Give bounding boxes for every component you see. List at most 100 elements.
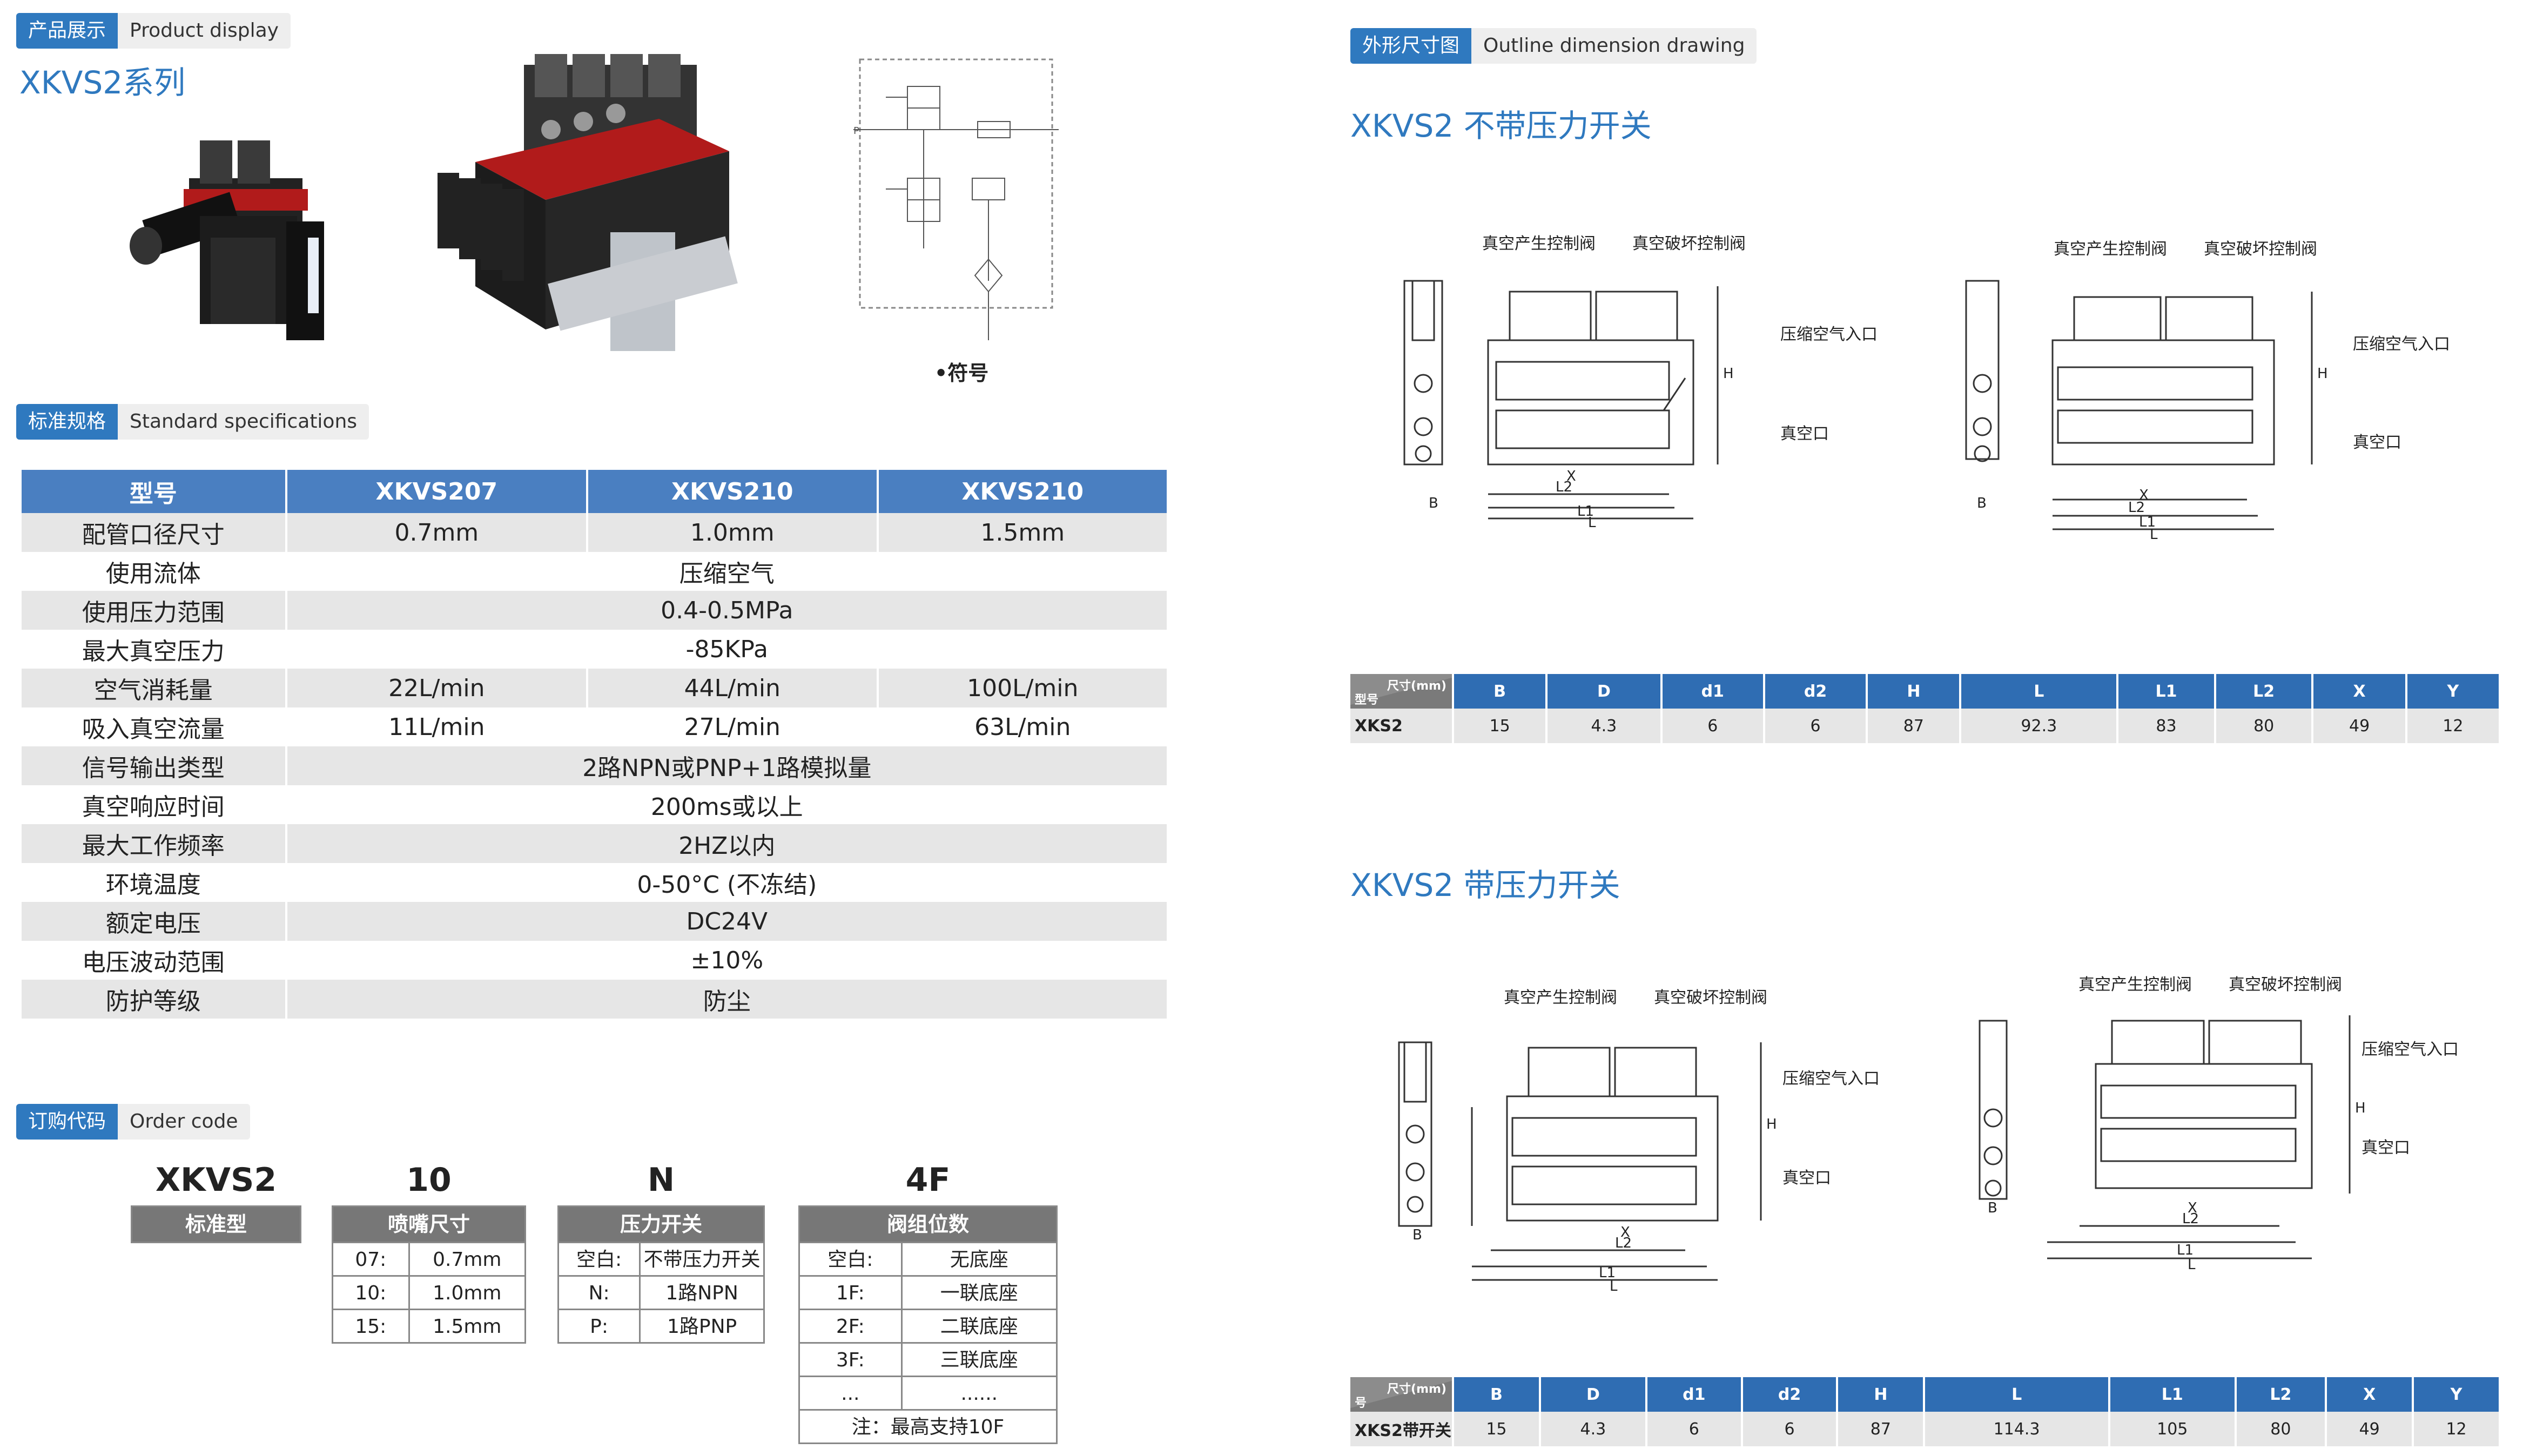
- pressure-switch-head: 压力开关: [559, 1207, 763, 1242]
- spec-header-row: 型号 XKVS207 XKVS210 XKVS210: [22, 470, 1169, 513]
- label-gen-valve-2a: 真空产生控制阀: [1504, 988, 1617, 1007]
- option-desc: 1.0mm: [433, 1282, 502, 1304]
- spec-row-label: 真空响应时间: [22, 785, 287, 824]
- dim-header: L: [1924, 1377, 2110, 1412]
- dim-header: d2: [1741, 1377, 1839, 1412]
- spec-header-col: XKVS210: [587, 470, 879, 513]
- outline-tag: 外形尺寸图 Outline dimension drawing: [1350, 28, 1757, 64]
- spec-row-value: -85KPa: [286, 630, 1169, 669]
- svg-text:X: X: [1566, 468, 1576, 484]
- svg-text:L: L: [2150, 527, 2158, 543]
- dim-value: 6: [1661, 709, 1765, 743]
- spec-row: 电压波动范围±10%: [22, 941, 1169, 980]
- dim-header: d1: [1646, 1377, 1743, 1412]
- option-code: 空白:: [559, 1243, 641, 1275]
- spec-row-value: 压缩空气: [286, 552, 1169, 591]
- dim-header: B: [1453, 1377, 1541, 1412]
- spec-row-label: 信号输出类型: [22, 746, 287, 785]
- dim1-corner: 尺寸(mm) 型号: [1350, 674, 1454, 709]
- standard-specs-tag: 标准规格 Standard specifications: [16, 404, 369, 440]
- dim-value: 87: [1867, 709, 1962, 743]
- label-vac-port-2a: 真空口: [1782, 1169, 1831, 1188]
- dim-header: B: [1453, 674, 1548, 709]
- dim-value: 80: [2215, 709, 2314, 743]
- outline-title-2: XKVS2 带压力开关: [1350, 867, 1620, 904]
- svg-text:B: B: [1988, 1200, 1997, 1216]
- option-code: 10:: [333, 1277, 410, 1309]
- option-desc: 一联底座: [940, 1282, 1018, 1304]
- dim-value: 12: [2413, 1412, 2501, 1446]
- option-code: 3F:: [800, 1344, 903, 1376]
- spec-row-label: 额定电压: [22, 902, 287, 941]
- tag-cn: 外形尺寸图: [1350, 28, 1472, 64]
- spec-row-label: 空气消耗量: [22, 669, 287, 707]
- dim-header: L1: [2109, 1377, 2237, 1412]
- dim-value: 80: [2235, 1412, 2327, 1446]
- spec-row-value: 100L/min: [877, 669, 1169, 707]
- label-air-inlet-1a: 压缩空气入口: [1780, 325, 1878, 344]
- dim2-model-head: 号: [1355, 1397, 1367, 1410]
- option-code: 1F:: [800, 1277, 903, 1309]
- label-vac-port-1a: 真空口: [1780, 424, 1829, 443]
- spec-row-value: 0.4-0.5MPa: [286, 591, 1169, 630]
- spec-row-value: 11L/min: [286, 707, 589, 746]
- label-brk-valve-1b: 真空破坏控制阀: [2204, 240, 2317, 259]
- label-brk-valve-2b: 真空破坏控制阀: [2229, 975, 2342, 994]
- order-option-row: 1F: 一联底座: [800, 1275, 1056, 1309]
- label-gen-valve-1a: 真空产生控制阀: [1482, 234, 1596, 253]
- spec-row-value: 200ms或以上: [286, 785, 1169, 824]
- order-code-part1: XKVS2: [155, 1161, 277, 1199]
- label-air-inlet-2a: 压缩空气入口: [1782, 1069, 1880, 1088]
- option-desc: 1路NPN: [665, 1282, 738, 1304]
- nozzle-size-head: 喷嘴尺寸: [333, 1207, 524, 1242]
- product-image-small: [130, 140, 324, 340]
- svg-text:B: B: [1977, 495, 1987, 511]
- spec-row-label: 防护等级: [22, 980, 287, 1019]
- order-code-standard-box: 标准型: [131, 1205, 301, 1243]
- spec-row-value: 2路NPN或PNP+1路模拟量: [286, 746, 1169, 785]
- order-code-part4: 4F: [905, 1161, 951, 1199]
- order-option-row: P:1路PNP: [559, 1309, 763, 1342]
- dim-value: 114.3: [1924, 1412, 2110, 1446]
- label-brk-valve-2a: 真空破坏控制阀: [1654, 988, 1767, 1007]
- dim-value: 83: [2117, 709, 2216, 743]
- dim-header: H: [1837, 1377, 1926, 1412]
- option-code: 空白:: [800, 1243, 903, 1275]
- spec-header-model: 型号: [22, 470, 287, 513]
- spec-header-col: XKVS207: [286, 470, 589, 513]
- spec-row-label: 环境温度: [22, 863, 287, 902]
- dim-value: 6: [1764, 709, 1868, 743]
- svg-text:B: B: [1429, 495, 1438, 511]
- svg-text:L: L: [2188, 1257, 2196, 1273]
- svg-text:L: L: [1588, 515, 1596, 531]
- label-gen-valve-1b: 真空产生控制阀: [2054, 240, 2167, 259]
- spec-row-value: ±10%: [286, 941, 1169, 980]
- order-note-row: 注：最高支持10F: [800, 1409, 1056, 1442]
- dim-value: 105: [2109, 1412, 2237, 1446]
- option-code: N:: [559, 1277, 641, 1309]
- spec-row-value: 44L/min: [587, 669, 879, 707]
- product-image-large: [438, 54, 738, 351]
- spec-row-label: 配管口径尺寸: [22, 513, 287, 552]
- order-option-row: 空白:不带压力开关: [559, 1242, 763, 1275]
- order-option-row: 15:1.5mm: [333, 1309, 524, 1342]
- dim-value: 92.3: [1960, 709, 2119, 743]
- order-code-part3: N: [647, 1161, 675, 1199]
- tag-en: Standard specifications: [130, 410, 358, 433]
- dim-header: Y: [2413, 1377, 2501, 1412]
- dim2-unit: 尺寸(mm): [1387, 1383, 1446, 1396]
